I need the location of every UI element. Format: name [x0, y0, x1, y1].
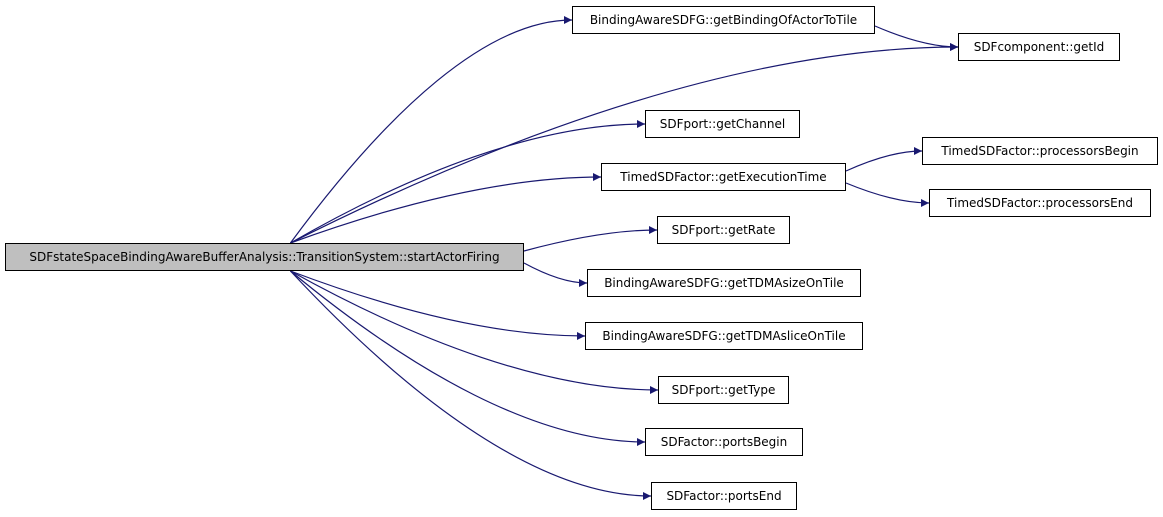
edge-getBindingOfActorToTile-to-getId: [874, 25, 959, 51]
node-label: TimedSDFactor::getExecutionTime: [620, 170, 827, 184]
node-get-channel[interactable]: SDFport::getChannel: [645, 110, 800, 138]
node-get-type[interactable]: SDFport::getType: [658, 376, 789, 404]
node-ports-begin[interactable]: SDFactor::portsBegin: [645, 428, 803, 456]
edge-root-to-portsBegin: [290, 270, 646, 446]
edge-root-to-getChannel: [290, 120, 646, 244]
node-label: SDFactor::portsEnd: [666, 489, 782, 503]
node-label: BindingAwareSDFG::getBindingOfActorToTil…: [589, 13, 858, 27]
node-get-tdma-slice-on-tile[interactable]: BindingAwareSDFG::getTDMAsliceOnTile: [585, 322, 863, 350]
node-label: BindingAwareSDFG::getTDMAsizeOnTile: [604, 276, 844, 290]
edge-root-to-portsEnd: [290, 270, 652, 500]
node-get-id[interactable]: SDFcomponent::getId: [958, 33, 1120, 61]
node-start-actor-firing[interactable]: SDFstateSpaceBindingAwareBufferAnalysis:…: [5, 243, 524, 271]
node-label: TimedSDFactor::processorsBegin: [941, 144, 1139, 158]
node-label: SDFactor::portsBegin: [660, 435, 788, 449]
node-label: SDFport::getType: [671, 383, 776, 397]
node-get-binding-of-actor-to-tile[interactable]: BindingAwareSDFG::getBindingOfActorToTil…: [572, 6, 875, 34]
node-label: SDFport::getRate: [671, 223, 776, 237]
edge-root-to-getTDMAsliceOnTile: [290, 270, 586, 340]
node-ports-end[interactable]: SDFactor::portsEnd: [651, 482, 797, 510]
node-label: BindingAwareSDFG::getTDMAsliceOnTile: [602, 329, 846, 343]
edge-getExecutionTime-to-processorsEnd: [845, 182, 930, 207]
edge-root-to-getExecutionTime: [290, 173, 602, 244]
node-label: SDFstateSpaceBindingAwareBufferAnalysis:…: [29, 250, 500, 264]
node-get-tdma-size-on-tile[interactable]: BindingAwareSDFG::getTDMAsizeOnTile: [587, 269, 861, 297]
edge-root-to-getTDMAsizeOnTile: [523, 262, 588, 287]
node-label: SDFcomponent::getId: [973, 40, 1105, 54]
node-processors-begin[interactable]: TimedSDFactor::processorsBegin: [922, 137, 1158, 165]
edge-root-to-getBindingOfActorToTile: [289, 16, 573, 244]
edge-root-to-getId: [290, 43, 959, 244]
node-label: SDFport::getChannel: [659, 117, 786, 131]
edge-root-to-getType: [290, 270, 659, 394]
edge-root-to-getRate: [523, 226, 658, 252]
node-get-execution-time[interactable]: TimedSDFactor::getExecutionTime: [601, 163, 846, 191]
node-get-rate[interactable]: SDFport::getRate: [657, 216, 790, 244]
node-label: TimedSDFactor::processorsEnd: [947, 196, 1133, 210]
edge-getExecutionTime-to-processorsBegin: [845, 147, 923, 172]
node-processors-end[interactable]: TimedSDFactor::processorsEnd: [929, 189, 1151, 217]
